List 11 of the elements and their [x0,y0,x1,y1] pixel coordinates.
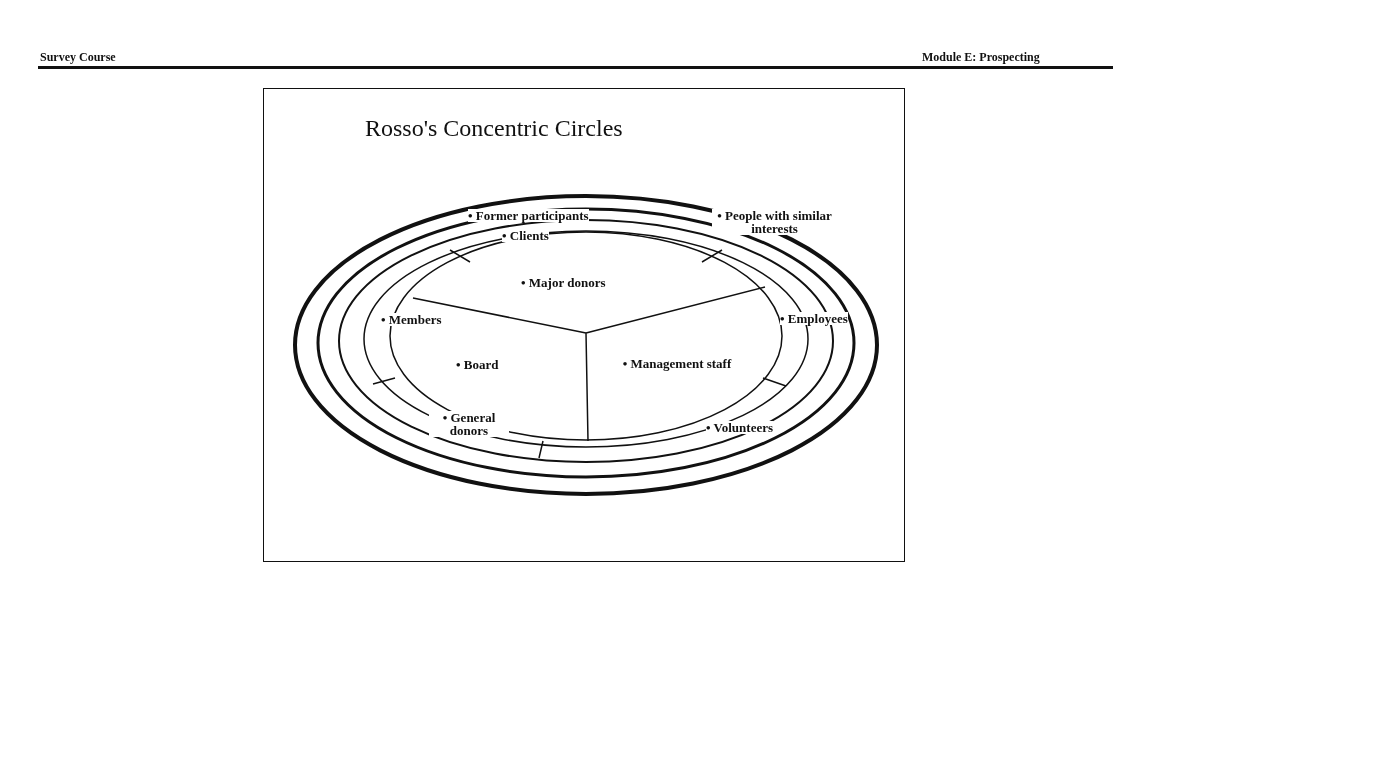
ring-label: • Employees [780,312,848,325]
ring-label: • General donors [429,411,509,437]
ring-label: • Former participants [468,209,589,222]
diagram-title: Rosso's Concentric Circles [365,115,623,142]
ring-label: • Clients [502,229,549,242]
sector-label: • Board [456,358,499,371]
page-header: Module E: Prospecting [922,50,1040,65]
ring-label: • Members [381,313,442,326]
page-header: Survey Course [40,50,116,65]
ring-label: • Volunteers [706,421,774,434]
sector-label: • Major donors [521,276,606,289]
